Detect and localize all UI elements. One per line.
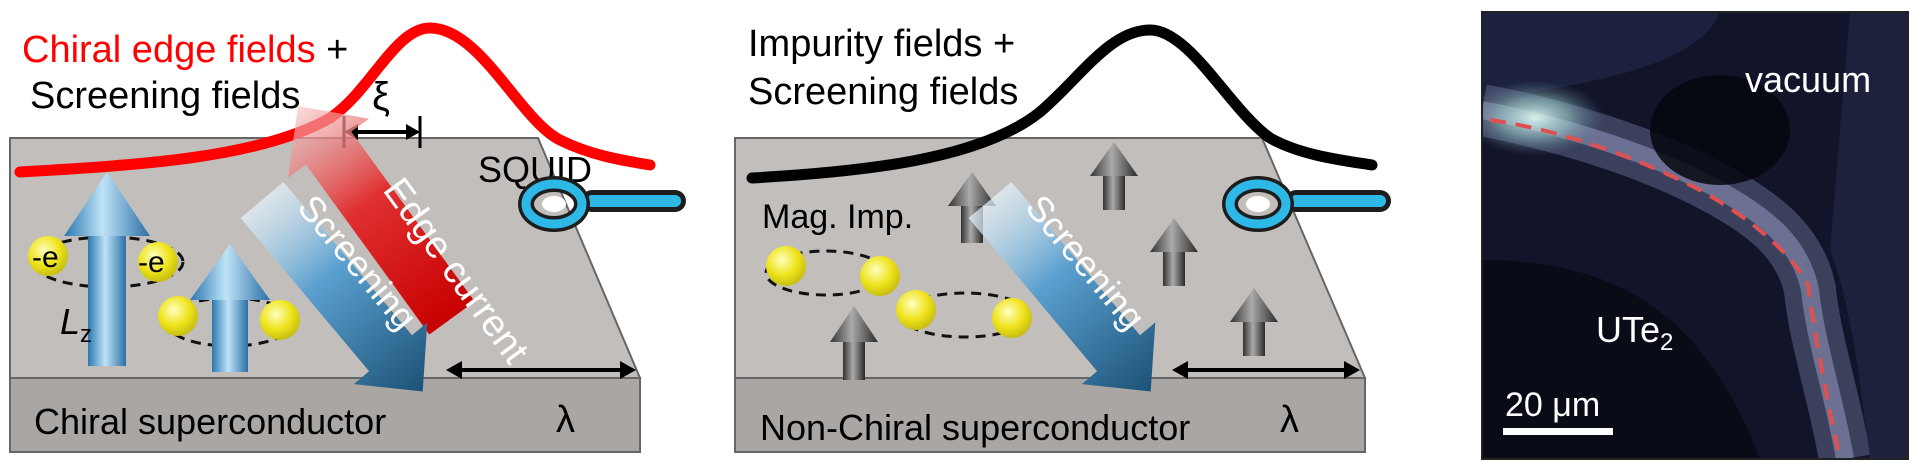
squid-probe-left <box>518 176 686 232</box>
panel-nonchiral: Impurity fields + Screening fields <box>734 23 1391 453</box>
panel-chiral: Chiral edge fields + Screening fields ξ … <box>9 22 686 453</box>
xi-label: ξ <box>372 75 390 119</box>
material-label: UTe2 <box>1596 309 1673 356</box>
electron-5 <box>766 246 806 286</box>
mag-impurity-arrow-4 <box>830 306 878 380</box>
electron-4 <box>260 300 300 340</box>
screening-arrow-left <box>240 182 428 392</box>
title-nonchiral-line2: Screening fields <box>748 71 1018 113</box>
electron-6 <box>860 256 900 296</box>
lz-arrow-1 <box>64 172 150 366</box>
lz-arrow-2 <box>190 244 270 372</box>
electron-3 <box>158 296 198 336</box>
vacuum-label: vacuum <box>1745 59 1871 100</box>
edge-glow <box>1482 80 1605 156</box>
scalebar-label: 20 μm <box>1505 386 1600 424</box>
mag-impurity-arrow-5 <box>1230 288 1278 356</box>
title-nonchiral-line1: Impurity fields + <box>748 23 1015 65</box>
electron-8 <box>992 298 1032 338</box>
lz-label: Lz <box>60 301 92 348</box>
mag-imp-label: Mag. Imp. <box>762 198 913 236</box>
chiral-edge-field-curve <box>14 22 656 178</box>
electron-2 <box>138 242 178 282</box>
electron-1 <box>28 236 68 276</box>
mag-impurity-arrow-2 <box>1090 142 1138 210</box>
title-chiral-line2: Screening fields <box>30 75 300 117</box>
impurity-field-curve <box>746 24 1378 184</box>
slab-front-2 <box>734 377 1366 453</box>
electron-7 <box>896 290 936 330</box>
title-chiral-line1: Chiral edge fields + <box>22 29 348 71</box>
edge-current-arrow <box>288 106 475 335</box>
lambda-label-right: λ <box>1280 399 1299 441</box>
electron-label-2: -e <box>138 246 165 279</box>
mag-impurity-arrow-3 <box>1150 218 1198 286</box>
lambda-label-left: λ <box>556 399 575 441</box>
electron-label-1: -e <box>32 241 59 274</box>
squid-probe-right <box>1222 176 1391 232</box>
scalebar <box>1503 428 1613 435</box>
panel-scan-image: vacuum UTe2 20 μm <box>1481 11 1909 460</box>
slab-label-nonchiral: Non-Chiral superconductor <box>760 407 1190 448</box>
orbit-1 <box>31 235 185 289</box>
slab-label-chiral: Chiral superconductor <box>34 401 386 442</box>
screening-arrow-right <box>968 182 1156 392</box>
slab-front <box>9 377 641 453</box>
